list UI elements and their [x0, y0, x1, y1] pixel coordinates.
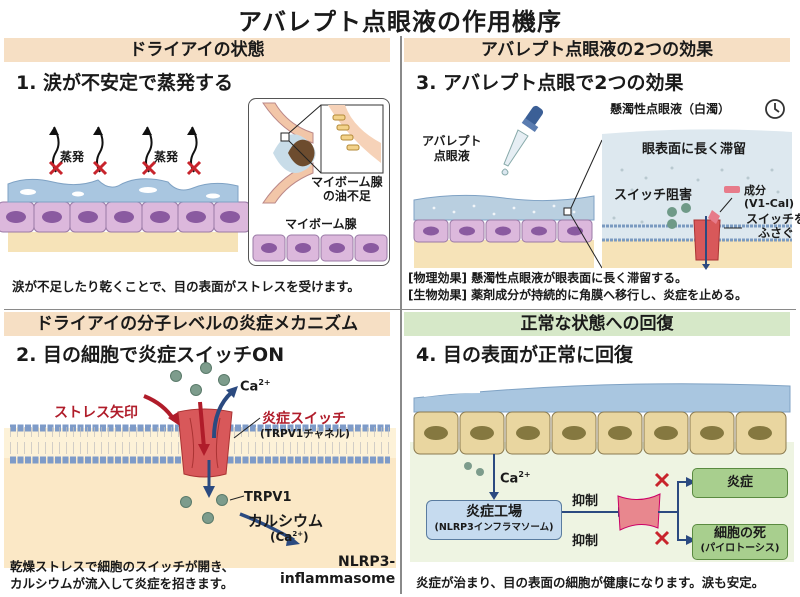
switch-block-label: スイッチ阻害 — [614, 188, 693, 203]
calcium-formula-sup: 2+ — [292, 530, 304, 538]
ca-sup: 2+ — [258, 378, 271, 387]
panel-header: ドライアイの状態 — [4, 38, 390, 62]
membrane-illustration — [4, 362, 396, 568]
component-line2: (V1-Cal) — [744, 197, 795, 210]
panel-molecular-mechanism: ドライアイの分子レベルの炎症メカニズム 2. 目の細胞で炎症スイッチON — [4, 312, 396, 594]
factory-line2: (NLRP3インフラマソーム) — [434, 522, 554, 533]
block-line1: スイッチを — [746, 212, 800, 226]
arrow-head-icon — [187, 127, 197, 135]
arrow-head-icon — [142, 127, 152, 135]
meibomian-gland-label: マイボーム腺 — [285, 217, 357, 231]
evaporation-label: 蒸発 — [60, 150, 85, 164]
page-title: アバレプト点眼液の作用機序 — [237, 8, 563, 36]
inflammation-factory-box: 炎症工場 (NLRP3インフラマソーム) — [426, 500, 562, 540]
panel-subtitle: 3. アバレプト点眼で2つの効果 — [416, 72, 684, 94]
x-mark-icon — [654, 472, 670, 546]
eye-surface-illustration — [413, 139, 603, 269]
drop-label-line1: アバレプト — [422, 134, 482, 148]
drop-label-line2: 点眼液 — [433, 149, 470, 163]
block-switch-label: スイッチを ふさぐ — [746, 212, 800, 240]
calcium-top-label: Ca2+ — [240, 378, 271, 394]
suppress-label: 抑制 — [572, 534, 599, 549]
panel-caption: 炎症が治まり、目の表面の細胞が健康になります。涙も安定。 — [416, 575, 765, 590]
block-line2: ふさぐ — [758, 226, 795, 240]
horizontal-divider — [4, 309, 796, 310]
outcome-inflammation-box: 炎症 — [692, 468, 788, 498]
vertical-divider — [400, 36, 402, 594]
panel-dry-eye-state: ドライアイの状態 1. 涙が不安定で蒸発する — [0, 38, 396, 308]
calcium-formula-text: (Ca — [270, 530, 293, 544]
healthy-cells — [413, 411, 787, 455]
calcium-formula: (Ca2+) — [270, 530, 309, 544]
panel-header: アバレプト点眼液の2つの効果 — [404, 38, 790, 62]
suppress-label: 抑制 — [572, 494, 599, 509]
panel-two-effects: アバレプト点眼液の2つの効果 3. アバレプト点眼で2つの効果 懸濁性点眼液（白… — [404, 38, 800, 308]
evaporation-label: 蒸発 — [154, 150, 179, 164]
panel-subtitle: 2. 目の細胞で炎症スイッチON — [16, 344, 285, 366]
panel-subtitle: 4. 目の表面が正常に回復 — [416, 344, 634, 366]
tear-film — [7, 178, 239, 203]
outcome-inflammation: 炎症 — [726, 475, 753, 490]
ca-sup: 2+ — [518, 470, 531, 479]
tissue-base — [8, 232, 238, 252]
caption-physical: [物理効果] 懸濁性点眼液が眼表面に長く滞留する。 — [408, 271, 688, 285]
outcome-cell-death-box: 細胞の死 (パイロトーシス) — [692, 524, 788, 560]
nlrp3-line1: NLRP3- — [338, 554, 396, 570]
dropper-icon — [501, 105, 544, 176]
epithelial-cells — [0, 201, 251, 233]
ca-text: Ca — [500, 471, 519, 487]
caption-line2: カルシウムが流入して炎症を招きます。 — [10, 576, 234, 591]
inflammation-switch-label: 炎症スイッチ — [262, 411, 346, 427]
meibomian-deficit-line1: マイボーム腺 — [311, 175, 383, 189]
trpv1-channel-label: (TRPV1チャネル) — [260, 428, 350, 440]
calcium-out-arrow — [212, 390, 234, 439]
magnified-surface — [602, 129, 792, 270]
component-line1: 成分 — [744, 184, 766, 197]
nlrp3-line2: inflammasome — [280, 571, 396, 587]
ca-text: Ca — [240, 379, 259, 395]
panel-subtitle: 1. 涙が不安定で蒸発する — [16, 72, 234, 94]
panel-header: ドライアイの分子レベルの炎症メカニズム — [4, 312, 390, 336]
panel-caption: 涙が不足したり乾くことで、目の表面がストレスを受けます。 — [12, 279, 360, 294]
calcium-label: カルシウム — [248, 512, 324, 530]
trpv1-label: TRPV1 — [244, 490, 292, 505]
arrow-head-icon — [93, 127, 103, 135]
factory-line1: 炎症工場 — [466, 504, 522, 520]
caption-biological: [生物効果] 薬剤成分が持続的に角膜へ移行し、炎症を止める。 — [408, 288, 748, 302]
panel-recovery: 正常な状態への回復 4. 目の表面が正常に回復 — [404, 312, 796, 594]
retention-label: 眼表面に長く滞留 — [642, 142, 747, 157]
arrow-head-icon — [49, 127, 59, 135]
stress-arrow-label: ストレス矢印 — [54, 405, 138, 421]
component-label: 成分 (V1-Cal) — [744, 184, 794, 210]
meibomian-deficit-label: マイボーム腺 の油不足 — [311, 175, 383, 203]
eyelid-illustration — [262, 102, 384, 204]
inhibitor-molecule — [617, 493, 661, 531]
drop-label: アバレプト 点眼液 — [422, 134, 482, 164]
caption-line1: 乾燥ストレスで細胞のスイッチが開き、 — [10, 559, 235, 574]
clock-icon — [765, 99, 785, 119]
calcium-formula-close: ) — [303, 530, 309, 544]
meibomian-inset: マイボーム腺 の油不足 マイボーム腺 — [248, 98, 390, 266]
outcome-death-line1: 細胞の死 — [713, 526, 766, 541]
outcome-death-line2: (パイロトーシス) — [700, 543, 780, 554]
meibomian-deficit-line2: の油不足 — [322, 189, 371, 203]
stress-arrow — [143, 394, 176, 422]
suspension-label: 懸濁性点眼液（白濁） — [610, 102, 731, 116]
healthy-surface-illustration — [410, 383, 794, 562]
nlrp3-label: NLRP3- inflammasome — [280, 554, 395, 588]
panel-header: 正常な状態への回復 — [404, 312, 790, 336]
tear-film-illustration — [0, 126, 251, 252]
x-mark-icon — [48, 160, 202, 176]
gland-cells — [252, 234, 388, 262]
calcium-label: Ca2+ — [500, 470, 531, 486]
